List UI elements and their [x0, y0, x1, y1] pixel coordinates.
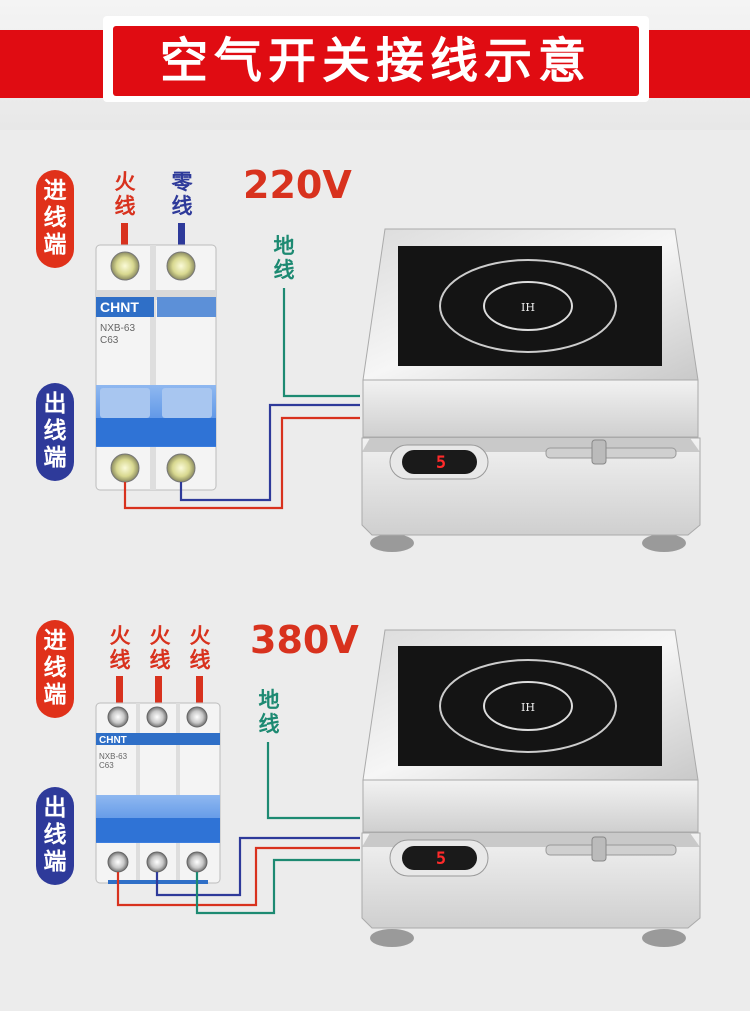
voltage-380: 380V	[250, 618, 359, 662]
svg-text:CHNT: CHNT	[100, 299, 139, 315]
out-label-380: 出线端	[36, 787, 74, 885]
wire-live-380-1: 火线	[109, 624, 131, 672]
wire-neutral-220: 零线	[171, 170, 193, 218]
svg-text:CHNT: CHNT	[99, 735, 127, 746]
breaker-380: CHNT NXB-63 C63	[95, 702, 221, 884]
cooktop-220	[361, 228, 701, 552]
voltage-220: 220V	[243, 163, 352, 207]
wire-live-380-2: 火线	[149, 624, 171, 672]
display-digit-380: 5	[436, 849, 446, 869]
output-wires-220	[123, 288, 360, 510]
wire-live-220: 火线	[114, 170, 136, 218]
cooktop-380	[361, 629, 701, 947]
wire-ground-380: 地线	[258, 688, 280, 736]
page-title: 空气开关接线示意	[113, 26, 639, 96]
in-label-380: 进线端	[36, 620, 74, 718]
svg-text:C63: C63	[100, 335, 119, 346]
display-digit-220: 5	[436, 453, 446, 473]
wire-ground-220: 地线	[273, 234, 295, 282]
in-label-220: 进线端	[36, 170, 74, 268]
breaker-220: CHNT NXB-63 C63	[95, 244, 217, 491]
output-wires-380	[116, 742, 360, 915]
svg-text:NXB-63: NXB-63	[100, 323, 135, 334]
input-wires-220	[121, 223, 185, 247]
input-wires-380	[116, 676, 203, 706]
svg-text:NXB-63: NXB-63	[99, 752, 128, 761]
ih-logo-220: IH	[521, 301, 535, 314]
svg-text:C63: C63	[99, 761, 114, 770]
ih-logo-380: IH	[521, 701, 535, 714]
wire-live-380-3: 火线	[189, 624, 211, 672]
header-banner: 空气开关接线示意	[0, 0, 750, 130]
out-label-220: 出线端	[36, 383, 74, 481]
